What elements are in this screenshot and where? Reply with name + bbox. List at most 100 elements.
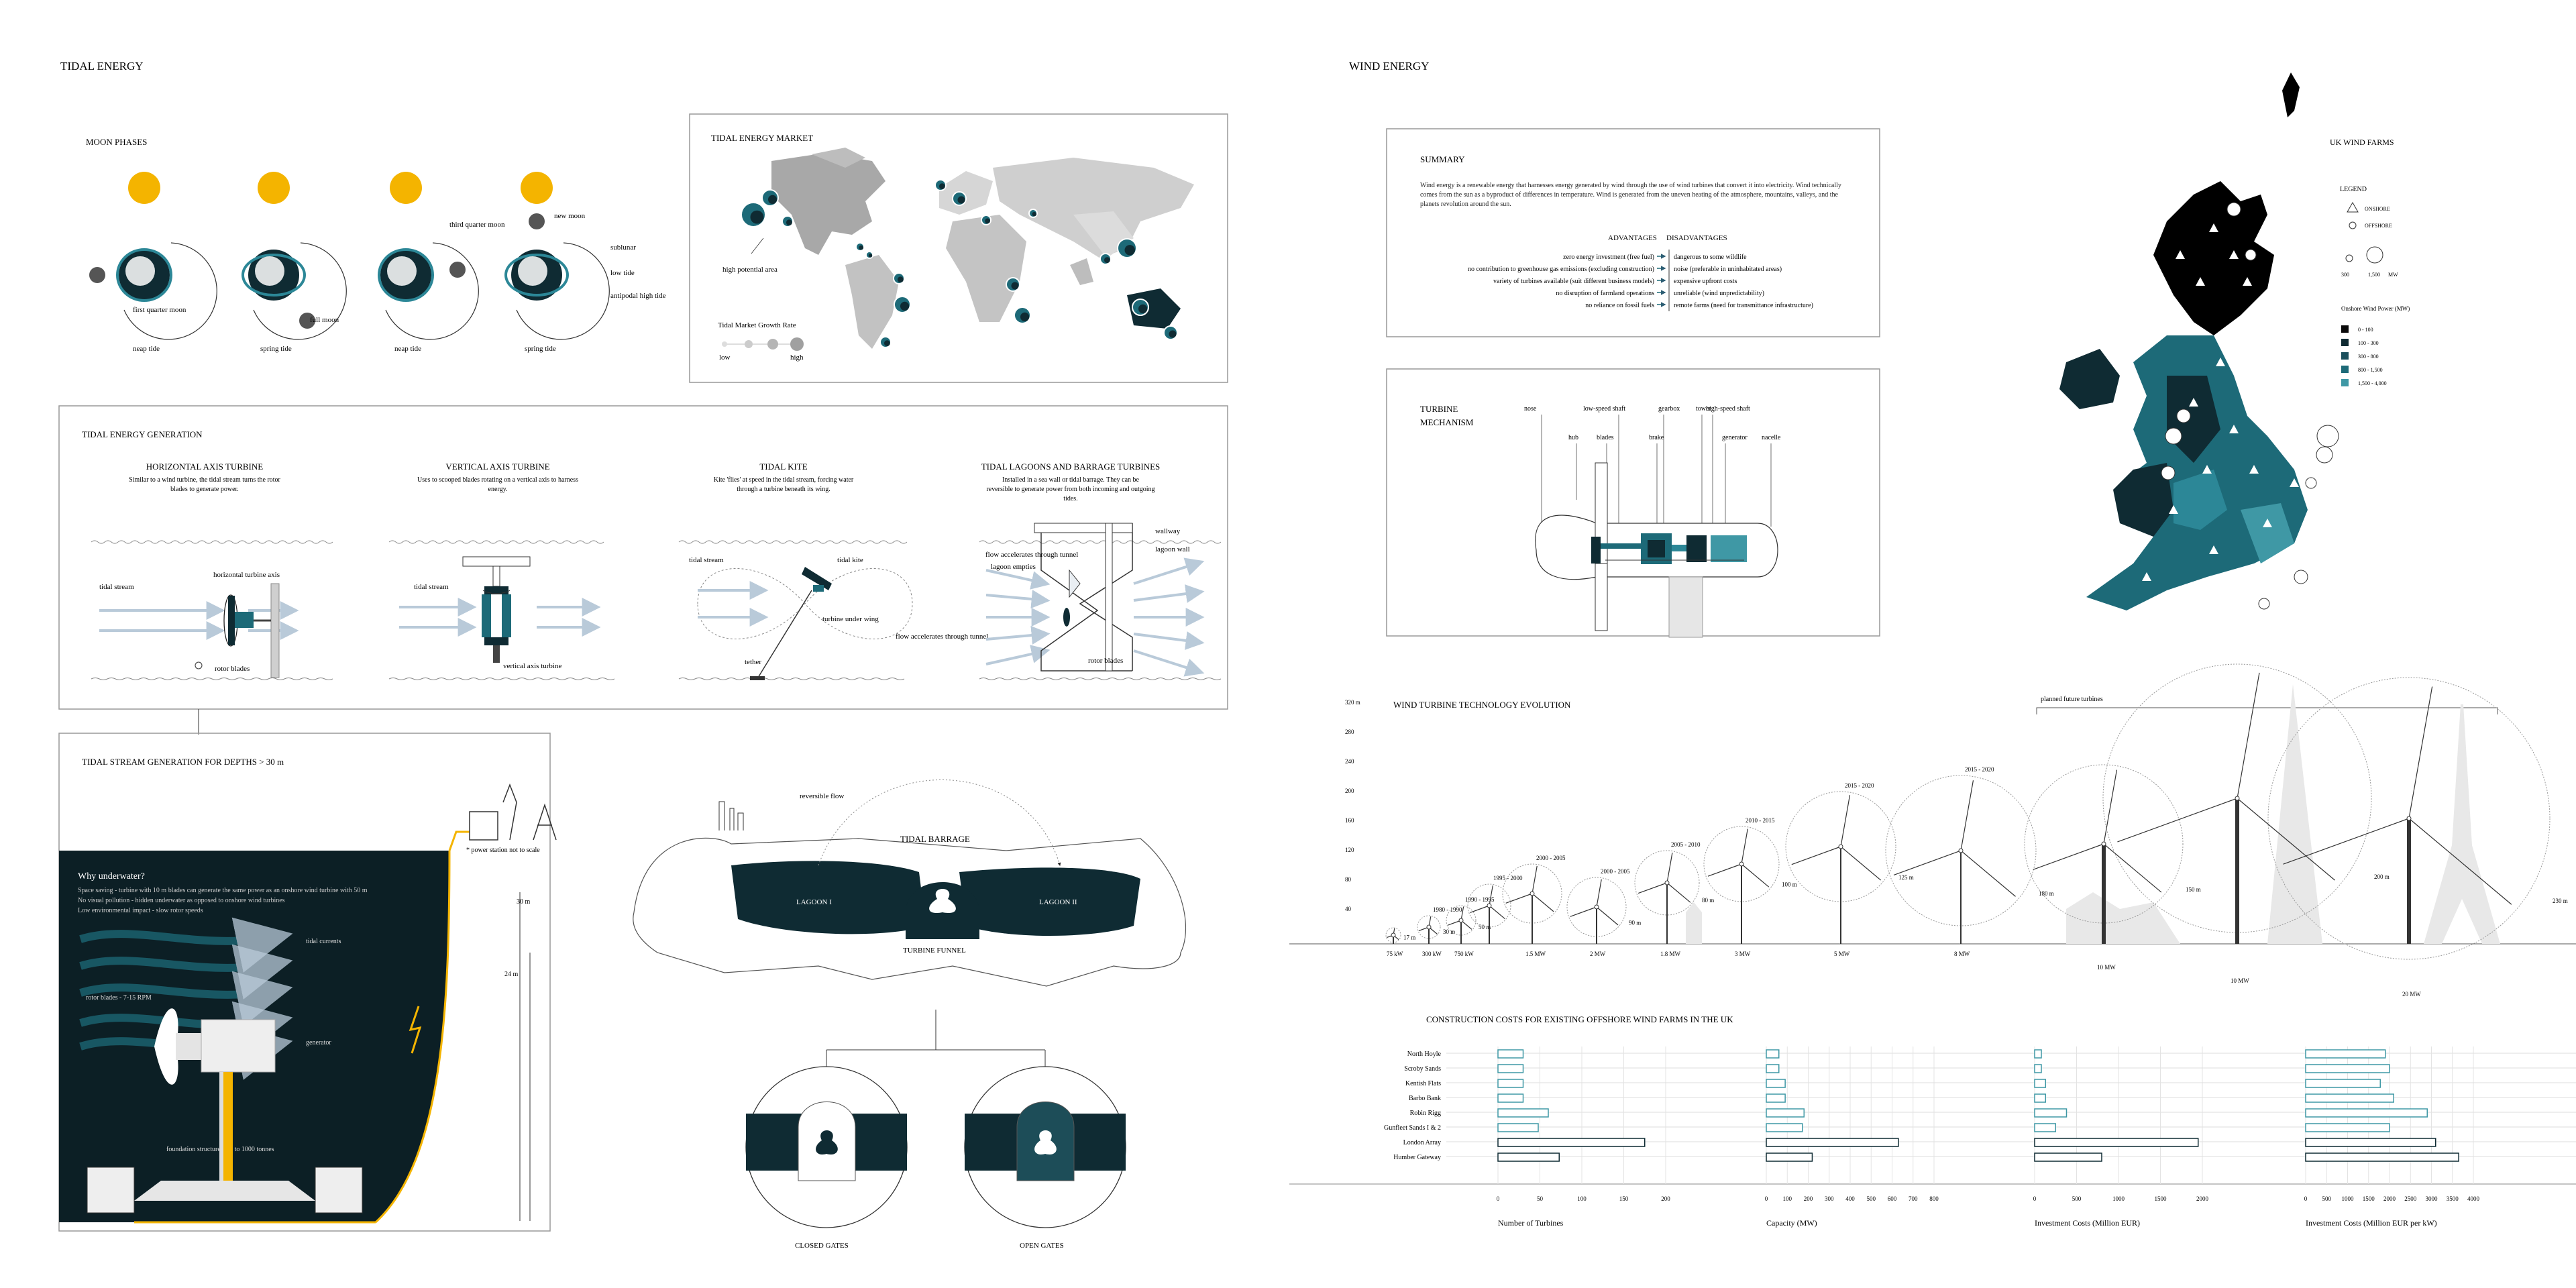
- uk-legend: LEGEND: [2340, 186, 2367, 193]
- moon-icon: [529, 213, 545, 229]
- advantage-item: no contribution to greenhouse gas emissi…: [1468, 266, 1654, 273]
- blade: [2237, 798, 2335, 881]
- wave-line: [388, 540, 604, 544]
- onshore-marker: [2142, 572, 2151, 581]
- onshore-marker: [2196, 277, 2205, 286]
- blade: [1666, 882, 1691, 903]
- current-arrow: [79, 944, 293, 1000]
- stream-title: TIDAL STREAM GENERATION FOR DEPTHS > 30 …: [82, 757, 284, 767]
- cost-bar: [1497, 1064, 1524, 1073]
- tidal-currents-label: tidal currents: [306, 938, 341, 945]
- advantages-title: ADVANTAGES: [1608, 234, 1657, 242]
- power-bin-label: 300 - 800: [2358, 354, 2379, 360]
- sun-icon: [128, 172, 160, 204]
- x-tick-label: 1000: [2342, 1195, 2355, 1202]
- l-flow-label: flow accelerates through tunnel: [985, 551, 1078, 559]
- mechanism-label: high-speed shaft: [1706, 405, 1750, 413]
- cost-bar: [1766, 1108, 1805, 1118]
- uk-wind-farms: UK WIND FARMS LEGEND ONSHORE OFFSHORE 30…: [2059, 72, 2410, 610]
- sun-icon: [258, 172, 290, 204]
- x-tick-label: 200: [1661, 1195, 1670, 1202]
- turbine-height: 17 m: [1403, 934, 1415, 941]
- x-tick-label: 1000: [2112, 1195, 2125, 1202]
- mechanism-label: generator: [1722, 434, 1748, 441]
- horizontal-axis-diagram: tidal stream horizontal turbine axis rot…: [99, 571, 299, 678]
- generation-type-name: TIDAL LAGOONS AND BARRAGE TURBINES: [981, 462, 1161, 472]
- power-bin-label: 100 - 300: [2358, 340, 2379, 346]
- power-bin-label: 0 - 100: [2358, 327, 2373, 333]
- seabed-line: [678, 678, 905, 680]
- moon-icon: [89, 267, 105, 283]
- blade: [1741, 863, 1770, 888]
- y-tick-label: 200: [1345, 788, 1354, 794]
- blade: [2103, 769, 2118, 845]
- power-bin-label: 1,500 - 4,000: [2358, 380, 2387, 386]
- rotor-blades-label: rotor blades - 7-15 RPM: [86, 994, 152, 1002]
- mechanism-label: low-speed shaft: [1583, 405, 1625, 413]
- disadvantage-item: unreliable (wind unpredictability): [1674, 290, 1764, 297]
- x-tick-label: 150: [1619, 1195, 1629, 1202]
- hub: [1664, 880, 1670, 885]
- turbine-height: 100 m: [1782, 881, 1797, 888]
- moon-phases-panel: MOON PHASES first quarter moon full moon…: [86, 137, 666, 353]
- orbit-path: [253, 242, 347, 340]
- onshore-marker: [2189, 398, 2198, 407]
- k-kite-label: tidal kite: [837, 556, 863, 564]
- new-moon-label: new moon: [554, 212, 586, 220]
- current-arrow: [79, 917, 293, 973]
- generation-type-desc: Similar to a wind turbine, the tidal str…: [129, 476, 280, 484]
- onshore-marker: [2202, 465, 2212, 474]
- blade: [1960, 850, 2016, 897]
- blade: [2283, 818, 2410, 865]
- moon-phases-title: MOON PHASES: [86, 137, 147, 147]
- k-tidal-stream-label: tidal stream: [689, 556, 724, 564]
- offshore-marker: [2226, 202, 2241, 217]
- rotor-sweep: [1446, 905, 1477, 936]
- hub: [1529, 891, 1535, 896]
- market-bubble-core: [1020, 312, 1030, 321]
- x-tick-label: 2000: [2383, 1195, 2396, 1202]
- power-swatch: [2341, 379, 2349, 386]
- why-title: Why underwater?: [78, 871, 145, 881]
- cost-bar: [1497, 1138, 1646, 1147]
- v-tidal-stream-label: tidal stream: [414, 583, 449, 591]
- blade: [2103, 843, 2162, 893]
- hub: [1391, 932, 1396, 938]
- legend-dot-mid1: [745, 340, 753, 348]
- blade: [1960, 780, 1974, 851]
- rotor-sweep: [1467, 883, 1511, 928]
- blade: [1505, 893, 1533, 904]
- wave-line: [91, 540, 333, 544]
- market-bubble-core: [1138, 304, 1148, 313]
- onshore-marker: [2209, 545, 2218, 554]
- turbine-years: 2000 - 2005: [1536, 855, 1566, 861]
- x-tick-label: 0: [2304, 1195, 2308, 1202]
- hub: [1426, 924, 1432, 930]
- turbine-power: 20 MW: [2402, 991, 2421, 998]
- x-tick-label: 50: [1537, 1195, 1544, 1202]
- blade: [1741, 828, 1748, 865]
- generation-type-name: TIDAL KITE: [759, 462, 807, 472]
- turbine-height: 200 m: [2374, 873, 2390, 880]
- evolution-chart: WIND TURBINE TECHNOLOGY EVOLUTION planne…: [1289, 663, 2576, 998]
- cost-bar: [2034, 1123, 2056, 1132]
- x-tick-label: 400: [1845, 1195, 1855, 1202]
- flow-arrow: [1133, 649, 1205, 677]
- cost-bar: [1497, 1093, 1524, 1103]
- hub: [1958, 848, 1964, 853]
- offshore-marker: [2294, 570, 2308, 584]
- vertical-axis-diagram: tidal stream vertical axis turbine: [399, 556, 601, 670]
- legend-dot-low: [722, 341, 727, 347]
- market-bubble-core: [868, 254, 873, 258]
- blade: [1470, 905, 1490, 913]
- market-high: high: [790, 354, 804, 362]
- why-line-1: Space saving - turbine with 10 m blades …: [78, 887, 368, 894]
- cost-bar: [2305, 1123, 2390, 1132]
- power-title: Onshore Wind Power (MW): [2341, 305, 2410, 312]
- flow-arrow: [985, 626, 1051, 645]
- continent-shape: [255, 256, 284, 286]
- depth-24: 24 m: [504, 971, 519, 978]
- mechanism-label: brake: [1649, 434, 1664, 441]
- turbine-years: 1980 - 1990: [1433, 906, 1462, 913]
